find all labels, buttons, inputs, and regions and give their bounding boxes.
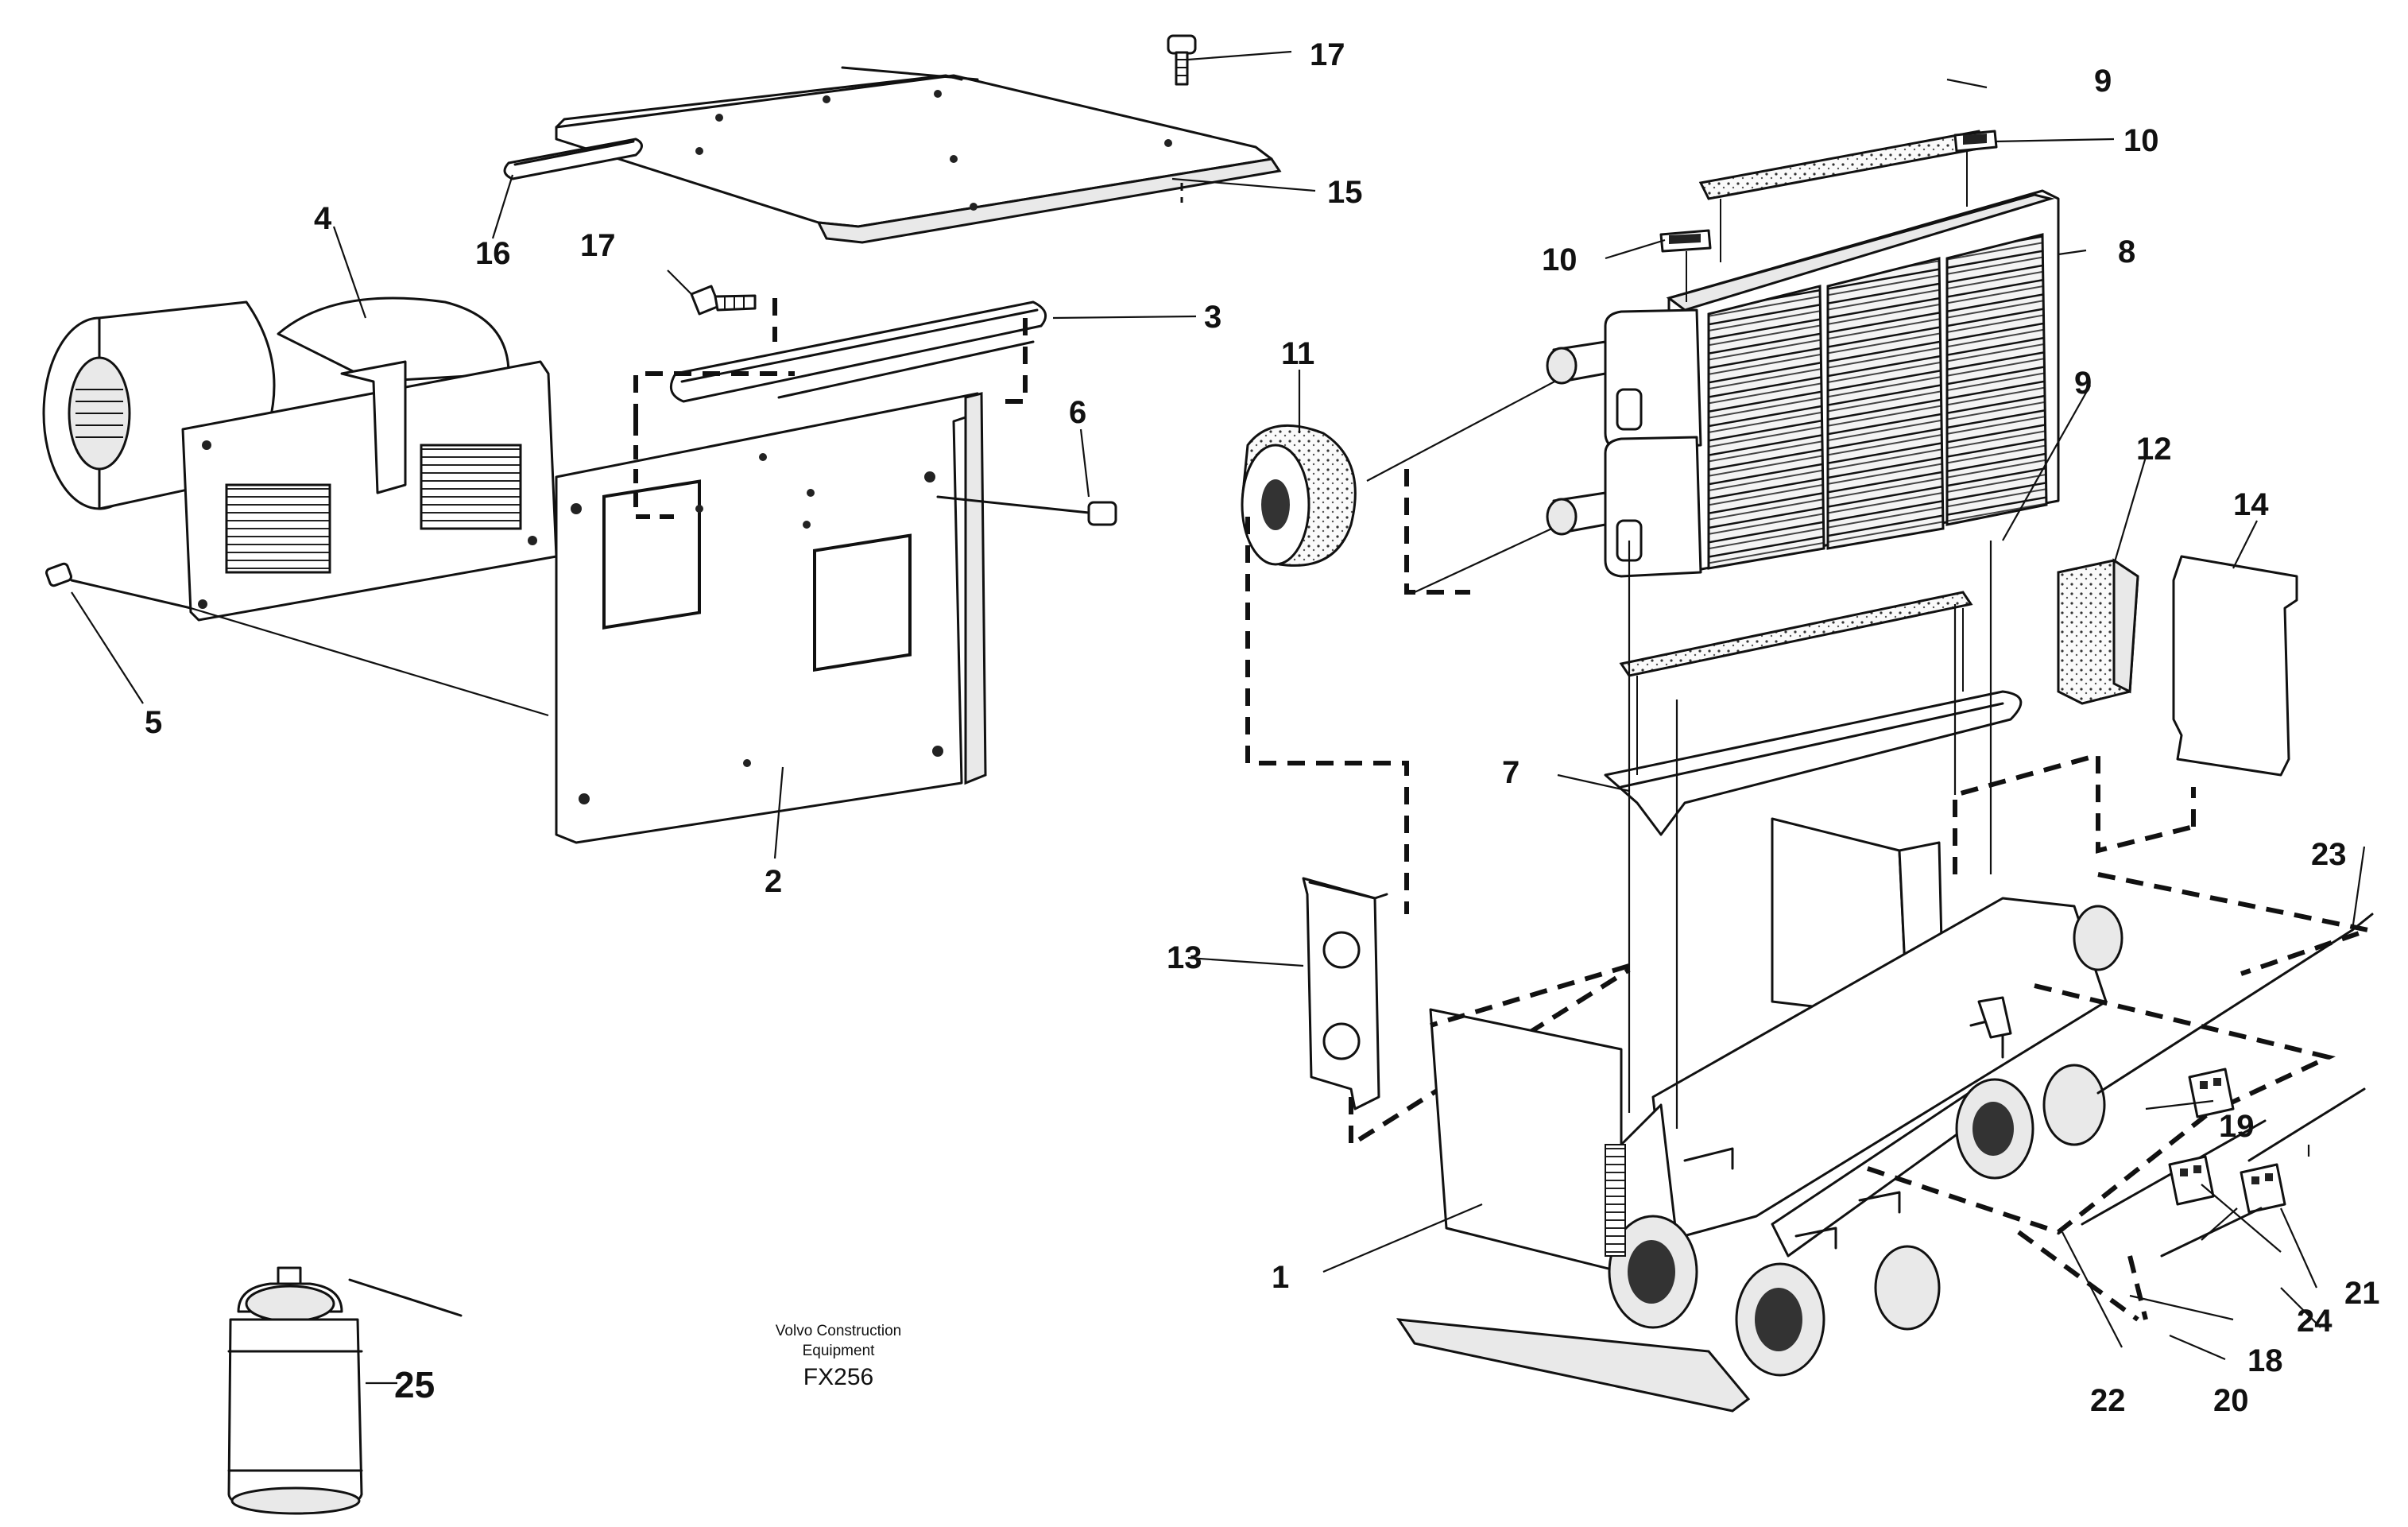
callout-5: 5 xyxy=(145,705,162,740)
gasket-plate-part-14 xyxy=(2172,555,2298,777)
callout-11: 11 xyxy=(1281,336,1314,371)
channel-part-7 xyxy=(1604,608,2023,836)
wire-part-23 xyxy=(2096,913,2374,1095)
cover-plate-part-15 xyxy=(555,66,1282,244)
callout-labels: 17 15 16 17 3 4 5 6 2 13 11 1 7 9 10 10 … xyxy=(145,37,2380,1418)
heater-housing-part-1 xyxy=(1396,817,2123,1413)
wire-part-21 xyxy=(2247,1087,2366,1162)
screw-part-5 xyxy=(45,562,192,610)
bolt-part-6 xyxy=(936,495,1117,526)
seal-strip-part-3 xyxy=(669,300,1047,403)
assembly-guide-lines-left xyxy=(190,298,1028,717)
bracket-part-13 xyxy=(1302,877,1388,1110)
caption-drawing-code: FX256 xyxy=(803,1364,873,1390)
screw-part-17-top xyxy=(1167,34,1197,203)
spray-can-part-25 xyxy=(227,1266,463,1515)
drawing-caption: Volvo Construction Equipment FX256 xyxy=(776,1323,901,1390)
callout-25: 25 xyxy=(394,1364,435,1405)
rod-part-16 xyxy=(503,138,643,180)
callout-19: 19 xyxy=(2219,1109,2255,1144)
callout-10-left: 10 xyxy=(1542,242,1578,277)
callout-2: 2 xyxy=(765,864,782,899)
clip-part-10-left xyxy=(1659,229,1712,302)
caption-brand-line2: Equipment xyxy=(803,1343,876,1359)
callout-7: 7 xyxy=(1502,755,1520,790)
callout-4: 4 xyxy=(314,201,332,236)
leader-lines xyxy=(71,50,2366,1385)
callout-14: 14 xyxy=(2233,487,2269,522)
callout-3: 3 xyxy=(1204,300,1221,335)
screw-part-17-mid xyxy=(690,285,757,316)
callout-8: 8 xyxy=(2118,234,2135,269)
assembly-guide-lines-right xyxy=(1430,541,2378,1322)
callout-1: 1 xyxy=(1272,1260,1289,1295)
callout-18: 18 xyxy=(2247,1343,2283,1378)
callout-20: 20 xyxy=(2213,1383,2249,1418)
callout-16: 16 xyxy=(475,236,511,271)
callout-24: 24 xyxy=(2297,1304,2333,1339)
terminal-block-part-18 xyxy=(2168,1155,2215,1206)
heater-core-part-8 xyxy=(1546,189,2060,578)
terminal-block-part-24 xyxy=(2240,1163,2286,1214)
callout-6: 6 xyxy=(1069,395,1086,430)
callout-15: 15 xyxy=(1327,175,1363,210)
foam-strip-part-9-lower xyxy=(1619,591,1973,700)
caption-brand: Volvo Construction xyxy=(776,1323,901,1339)
clip-part-10-top xyxy=(1953,130,1998,153)
mounting-plate-part-2 xyxy=(555,392,987,844)
callout-22: 22 xyxy=(2090,1383,2126,1418)
callout-9-lower: 9 xyxy=(2074,366,2092,401)
grommet-part-11 xyxy=(1241,424,1357,567)
callout-12: 12 xyxy=(2136,432,2172,467)
callout-10-top: 10 xyxy=(2123,123,2159,158)
callout-9-top: 9 xyxy=(2094,64,2112,99)
foam-block-part-12 xyxy=(2057,558,2139,705)
callout-17-top: 17 xyxy=(1310,37,1345,72)
callout-13: 13 xyxy=(1167,940,1202,975)
callout-23: 23 xyxy=(2311,837,2347,872)
callout-17-mid: 17 xyxy=(580,228,616,263)
callout-21: 21 xyxy=(2344,1276,2380,1311)
blower-assembly-part-4 xyxy=(42,296,558,622)
